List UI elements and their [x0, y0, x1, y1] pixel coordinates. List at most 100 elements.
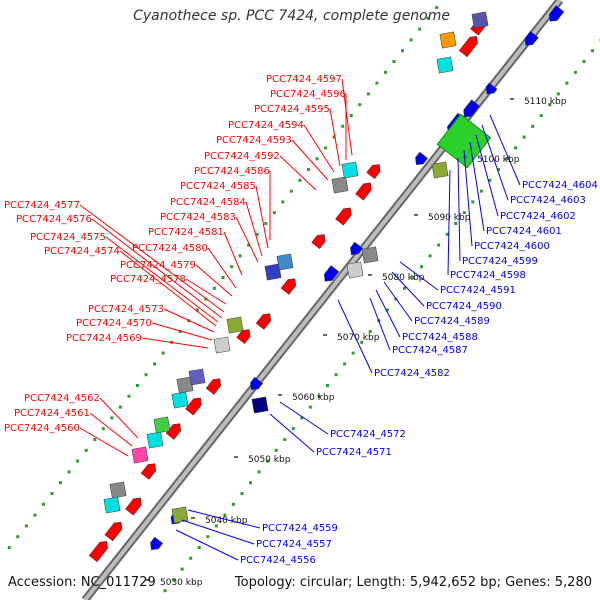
kbp-label: 5030 kbp	[160, 578, 203, 588]
gene-forward-10	[312, 231, 328, 248]
guide-dots-right	[429, 254, 432, 257]
guide-dots-right	[574, 71, 577, 74]
gene-box-8	[214, 337, 230, 353]
gene-reverse-0	[147, 537, 162, 553]
guide-dots-left	[51, 492, 54, 495]
gene-label-left: PCC7424_4577	[4, 200, 80, 211]
kbp-label: 5050 kbp	[248, 455, 291, 465]
gene-label-right: PCC7424_4557	[256, 539, 332, 550]
gene-label-right: PCC7424_4559	[262, 523, 338, 534]
kbp-label: 5060 kbp	[292, 393, 335, 403]
guide-dots-left	[384, 71, 387, 74]
guide-dots-left	[239, 254, 242, 257]
gene-label-right: PCC7424_4601	[486, 226, 562, 237]
gene-arrow-shape	[126, 495, 145, 515]
guide-dots-left	[307, 168, 310, 171]
gene-label-left: PCC7424_4560	[4, 423, 80, 434]
gene-arrow-shape	[141, 461, 159, 480]
gene-label-left: PCC7424_4595	[254, 104, 330, 115]
guide-dots-left	[145, 373, 148, 376]
gene-label-right: PCC7424_4572	[330, 429, 406, 440]
gene-box-17	[440, 32, 456, 48]
leader-line-right	[384, 282, 412, 321]
gene-box-4	[154, 417, 170, 433]
guide-dots-left	[281, 200, 284, 203]
kbp-label: 5080 kbp	[382, 273, 425, 283]
guide-dots-right	[480, 190, 483, 193]
guide-dots-left	[93, 438, 96, 441]
gene-box-20	[252, 397, 268, 413]
kbp-tick	[414, 214, 418, 216]
guide-dots-right	[241, 492, 244, 495]
guide-dots-left	[393, 60, 396, 63]
guide-dots-left	[33, 514, 36, 517]
gene-label-right: PCC7424_4604	[522, 180, 598, 191]
gene-label-left: PCC7424_4597	[266, 74, 342, 85]
gene-label-right: PCC7424_4590	[426, 301, 502, 312]
guide-dots-right	[189, 557, 192, 560]
kbp-tick	[323, 334, 327, 336]
gene-forward-14	[459, 33, 480, 56]
gene-label-left: PCC7424_4570	[76, 318, 152, 329]
gene-forward-5	[186, 395, 205, 415]
gene-label-right: PCC7424_4600	[474, 241, 550, 252]
leader-line-left	[330, 109, 340, 166]
gene-label-left: PCC7424_4574	[44, 246, 120, 257]
guide-dots-right	[446, 233, 449, 236]
gene-label-right: PCC7424_4603	[510, 195, 586, 206]
guide-dots-left	[85, 449, 88, 452]
leader-line-right	[490, 115, 520, 185]
guide-dots-left	[410, 38, 413, 41]
guide-dots-left	[264, 222, 267, 225]
guide-dots-left	[16, 535, 19, 538]
gene-arrow-shape	[206, 376, 224, 395]
gene-box-9	[227, 317, 243, 333]
gene-label-left: PCC7424_4561	[14, 408, 90, 419]
guide-dots-right	[326, 384, 329, 387]
guide-dots-left	[358, 103, 361, 106]
gene-box-18	[437, 57, 453, 73]
guide-dots-right	[583, 60, 586, 63]
gene-box-1	[104, 497, 120, 513]
gene-label-left: PCC7424_4596	[270, 89, 346, 100]
guide-dots-left	[119, 406, 122, 409]
gene-label-right: PCC7424_4602	[500, 211, 576, 222]
gene-label-right: PCC7424_4571	[316, 447, 392, 458]
guide-dots-left	[68, 470, 71, 473]
gene-arrow-shape	[356, 180, 375, 200]
gene-box-3	[147, 432, 163, 448]
guide-dots-right	[565, 82, 568, 85]
gene-forward-12	[356, 180, 375, 200]
kbp-tick	[510, 98, 514, 100]
gene-box-12	[332, 177, 348, 193]
guide-dots-right	[403, 287, 406, 290]
guide-dots-left	[222, 276, 225, 279]
gene-arrow-shape	[147, 537, 162, 553]
guide-dots-left	[136, 384, 139, 387]
guide-dots-left	[350, 114, 353, 117]
guide-dots-right	[471, 200, 474, 203]
genome-summary-text: Topology: circular; Length: 5,942,652 bp…	[235, 575, 592, 590]
guide-dots-right	[557, 92, 560, 95]
gene-label-left: PCC7424_4592	[204, 151, 280, 162]
leader-line-left	[224, 232, 242, 275]
gene-forward-0	[89, 538, 110, 561]
gene-label-left: PCC7424_4578	[110, 274, 186, 285]
gene-label-left: PCC7424_4579	[120, 260, 196, 271]
guide-dots-right	[335, 373, 338, 376]
gene-arrow-shape	[312, 231, 328, 248]
gene-arrow-shape	[336, 205, 355, 225]
gene-label-left: PCC7424_4573	[88, 304, 164, 315]
guide-dots-right	[283, 438, 286, 441]
guide-dots-left	[162, 352, 165, 355]
guide-dots-left	[25, 524, 28, 527]
gene-forward-9	[281, 276, 299, 295]
gene-forward-3	[141, 461, 159, 480]
leader-line-left	[142, 338, 208, 348]
guide-dots-right	[540, 114, 543, 117]
gene-forward-6	[206, 376, 224, 395]
gene-label-left: PCC7424_4575	[30, 232, 106, 243]
gene-label-left: PCC7424_4569	[66, 333, 142, 344]
gene-label-left: PCC7424_4593	[216, 135, 292, 146]
